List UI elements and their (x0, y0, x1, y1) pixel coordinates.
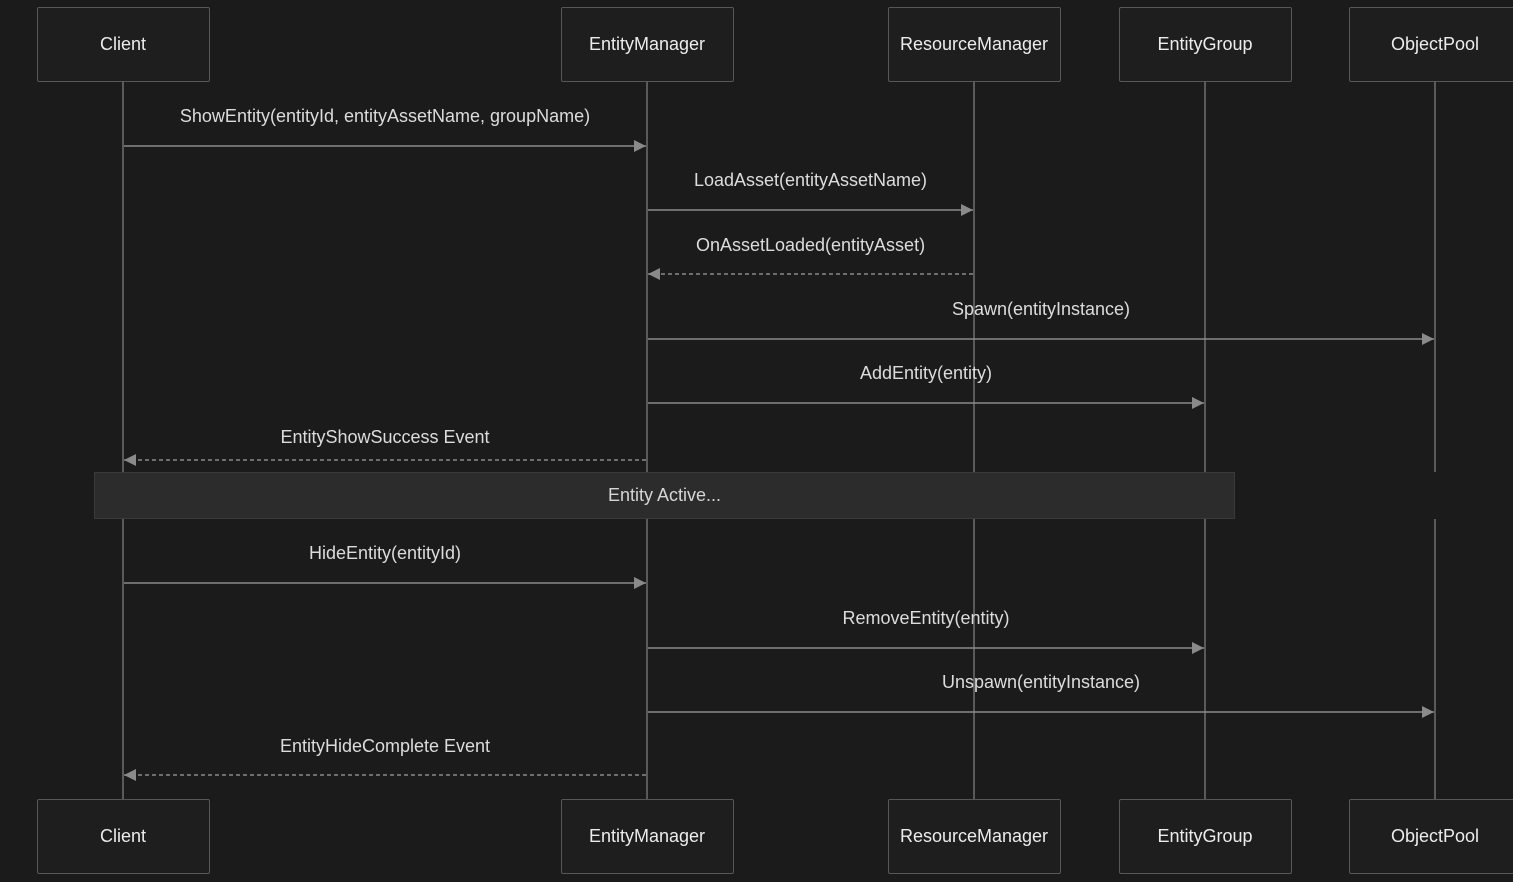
participant-objectpool-top: ObjectPool (1348, 7, 1513, 82)
message-label-4: Spawn(entityInstance) (951, 299, 1131, 319)
participant-entitygroup-bottom: EntityGroup (1118, 799, 1292, 874)
participant-client-top: Client (36, 7, 210, 82)
participant-resourcemanager-bottom: ResourceManager (887, 799, 1061, 874)
participant-resourcemanager-top: ResourceManager (887, 7, 1061, 82)
message-label-5: AddEntity(entity) (859, 363, 993, 383)
participant-objectpool-bottom: ObjectPool (1348, 799, 1513, 874)
message-label-2: LoadAsset(entityAssetName) (693, 170, 928, 190)
note-entity-active: Entity Active... (94, 472, 1235, 519)
message-label-9: Unspawn(entityInstance) (941, 672, 1141, 692)
message-label-1: ShowEntity(entityId, entityAssetName, gr… (179, 106, 591, 126)
participant-entitygroup-top: EntityGroup (1118, 7, 1292, 82)
message-label-7: HideEntity(entityId) (308, 543, 462, 563)
participant-entitymanager-top: EntityManager (560, 7, 734, 82)
message-label-10: EntityHideComplete Event (279, 736, 491, 756)
message-label-3: OnAssetLoaded(entityAsset) (695, 235, 926, 255)
message-label-6: EntityShowSuccess Event (280, 427, 490, 447)
participant-entitymanager-bottom: EntityManager (560, 799, 734, 874)
participant-client-bottom: Client (36, 799, 210, 874)
message-label-8: RemoveEntity(entity) (842, 608, 1010, 628)
